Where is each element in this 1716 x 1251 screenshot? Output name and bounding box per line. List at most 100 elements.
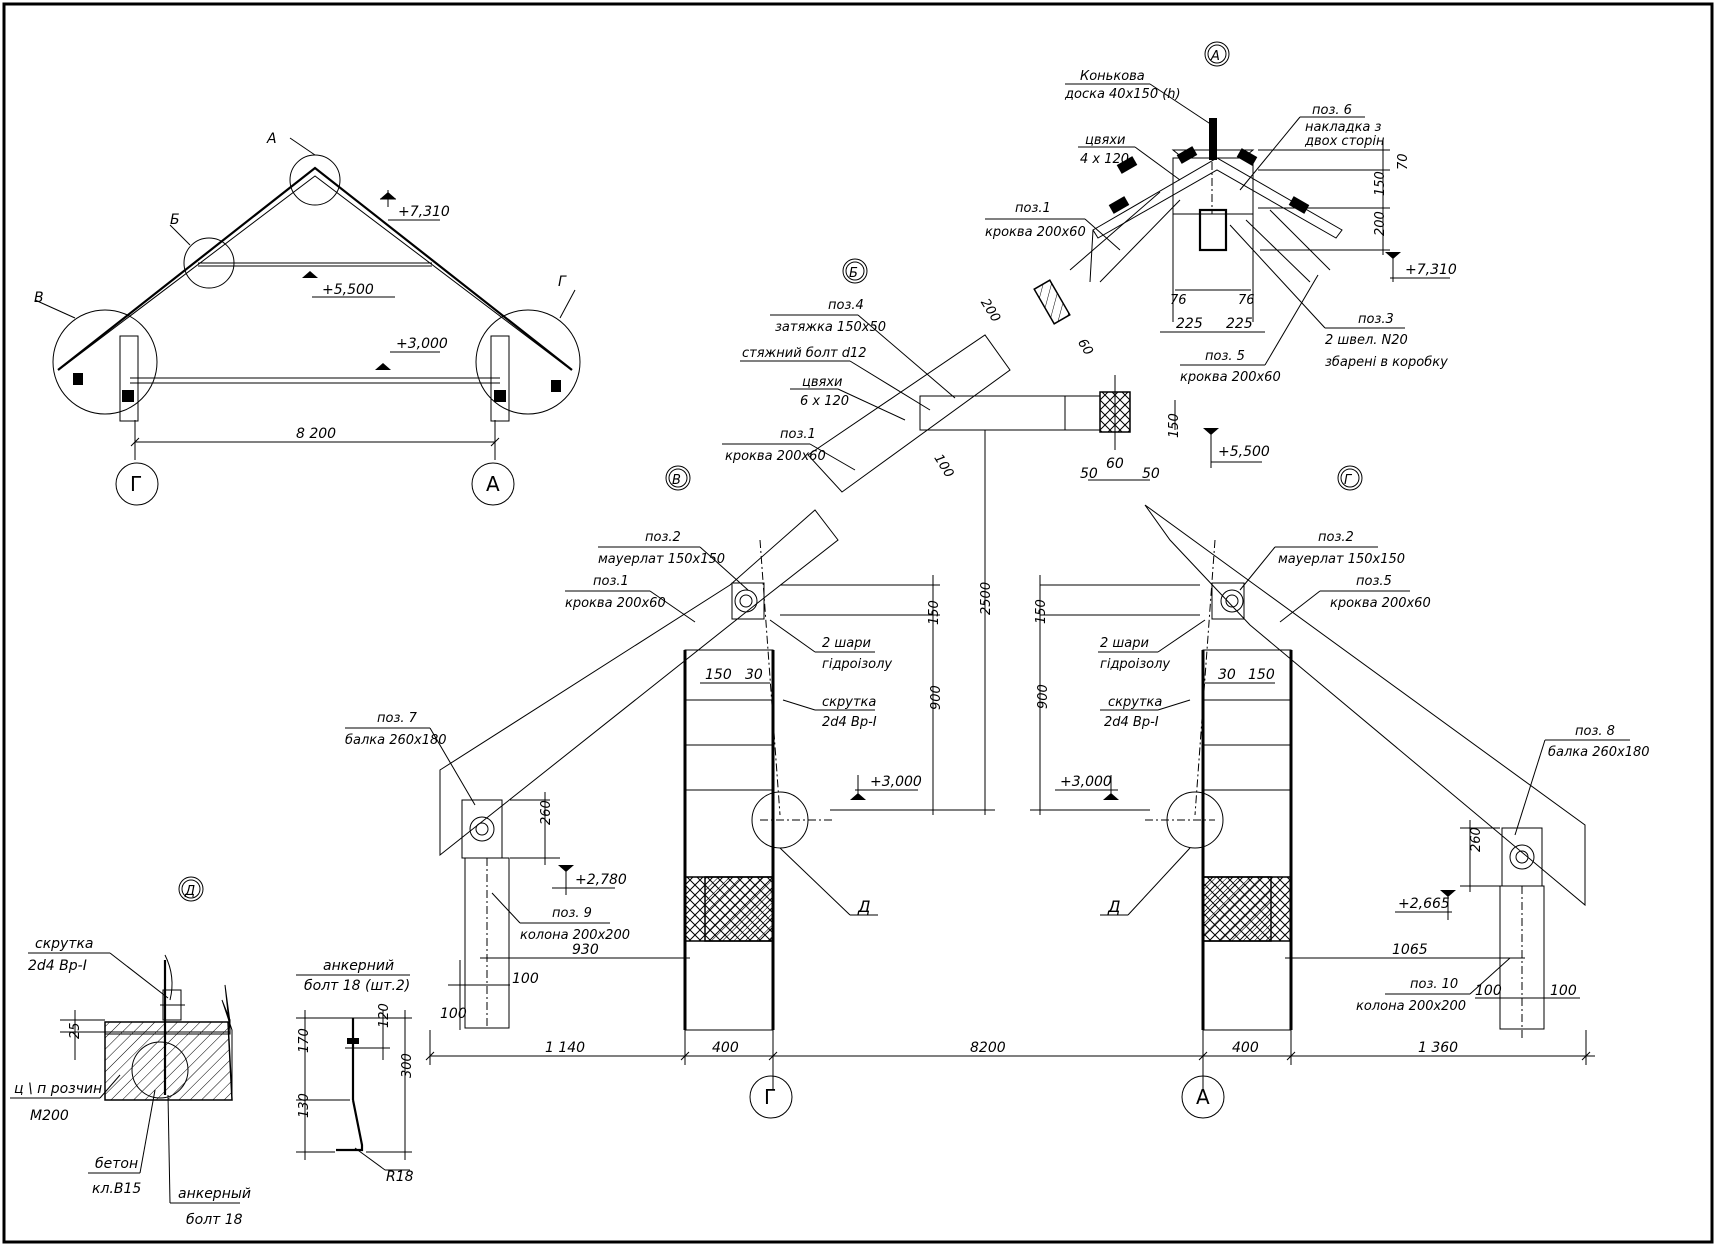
node-a-pos6-3: двох сторін bbox=[1304, 134, 1385, 149]
node-g-right-eave-detail: Г 150 900 поз.2 мауерлат 150х150 поз.5 к… bbox=[1030, 465, 1650, 1040]
node-g-twist-1: скрутка bbox=[1108, 695, 1162, 710]
node-a-pos1-2: кроква 200х60 bbox=[985, 225, 1086, 240]
overview-callout-circle-a bbox=[289, 154, 341, 206]
overview-level-top: +7,310 bbox=[398, 204, 450, 220]
anchor-bolt-dim-120: 120 bbox=[377, 1003, 392, 1028]
anchor-bolt-dim-170: 170 bbox=[297, 1028, 312, 1053]
node-d-concrete-2: кл.В15 bbox=[92, 1181, 141, 1197]
node-v-pos9-2: колона 200х200 bbox=[520, 928, 630, 943]
node-d-concrete-1: бетон bbox=[95, 1156, 138, 1172]
node-a-pos6-2: накладка з bbox=[1305, 120, 1382, 135]
node-b-dim-60b: 60 bbox=[1106, 456, 1124, 472]
overview-wall-left bbox=[119, 335, 139, 422]
node-a-dim-225a: 225 bbox=[1176, 316, 1203, 332]
overview-callout-b: Б bbox=[170, 212, 180, 228]
node-a-dim-225b: 225 bbox=[1226, 316, 1253, 332]
node-v-level-2780: +2,780 bbox=[575, 872, 627, 888]
overview-level-low: +3,000 bbox=[396, 336, 448, 352]
node-a-level: +7,310 bbox=[1405, 262, 1457, 278]
node-g-pos5-1: поз.5 bbox=[1356, 574, 1392, 589]
overview-callout-circle-g bbox=[475, 309, 581, 415]
overview-wall-right bbox=[490, 335, 510, 422]
node-g-dim-400: 400 bbox=[1232, 1040, 1259, 1056]
node-a-pos3-3: збарені в коробку bbox=[1325, 355, 1448, 370]
node-a-nails-2: 4 х 120 bbox=[1080, 152, 1129, 167]
node-g-twist-2: 2d4 Вр-І bbox=[1104, 715, 1159, 730]
node-v-axis: Г bbox=[764, 1085, 776, 1109]
overview-axis-left: Г bbox=[130, 472, 142, 496]
overview-callout-g: Г bbox=[558, 274, 567, 290]
node-g-pos8-2: балка 260х180 bbox=[1548, 745, 1650, 760]
bottom-dimension-chain: 1 140 400 8200 400 1 360 Г А bbox=[425, 1030, 1595, 1119]
node-a-dim-200: 200 bbox=[1373, 211, 1388, 236]
overview-rafters bbox=[57, 166, 573, 371]
node-a-dim-70: 70 bbox=[1396, 153, 1411, 170]
node-a-marker: А bbox=[1210, 49, 1220, 64]
node-v-detail-d: Д bbox=[857, 897, 871, 916]
node-d-marker: Д bbox=[184, 884, 195, 899]
node-g-pos10-2: колона 200х200 bbox=[1356, 999, 1466, 1014]
node-v-dim-100a: 100 bbox=[512, 971, 539, 987]
node-a-ridge-board-2: доска 40х150 (h) bbox=[1064, 87, 1181, 102]
node-v-hydro-2: гідроізолу bbox=[822, 657, 892, 672]
node-v-pos2-2: мауерлат 150х150 bbox=[598, 552, 725, 567]
node-d-anchor-2: болт 18 bbox=[186, 1212, 243, 1228]
node-g-dim-1360: 1 360 bbox=[1418, 1040, 1458, 1056]
node-g-dim-900: 900 bbox=[1036, 684, 1051, 709]
node-v-marker: В bbox=[672, 473, 681, 488]
node-b-pos1-1: поз.1 bbox=[780, 427, 816, 442]
node-g-dim-100a: 100 bbox=[1475, 983, 1502, 999]
overview-axis-right: А bbox=[486, 472, 500, 496]
node-g-dim-150: 150 bbox=[1248, 667, 1275, 683]
node-b-dim-100: 100 bbox=[930, 452, 956, 481]
node-a-pos5-2: кроква 200х60 bbox=[1180, 370, 1281, 385]
anchor-bolt-dim-300: 300 bbox=[400, 1053, 415, 1078]
node-v-pos1-2: кроква 200х60 bbox=[565, 596, 666, 611]
node-v-pos7-1: поз. 7 bbox=[377, 711, 418, 726]
node-b-nails-1: цвяхи bbox=[802, 375, 842, 390]
overview-truss: А Б В Г +7,310 +5,500 +3,000 8 200 Г А bbox=[34, 131, 581, 506]
node-g-axis: А bbox=[1196, 1085, 1210, 1109]
node-d-anchor-detail: Д скрутка 2d4 Вр-І 25 ц \ п розчин М200 … bbox=[10, 876, 251, 1228]
overview-level-mid: +5,500 bbox=[322, 282, 374, 298]
anchor-bolt-dim-130: 130 bbox=[297, 1093, 312, 1118]
node-b-nails-2: 6 х 120 bbox=[800, 394, 849, 409]
node-v-dim-150v: 150 bbox=[927, 600, 942, 625]
node-a-pos5-1: поз. 5 bbox=[1205, 349, 1245, 364]
node-b-dim-60: 60 bbox=[1074, 336, 1095, 358]
anchor-bolt-detail: анкерний болт 18 (шт.2) 170 120 300 130 … bbox=[296, 958, 415, 1185]
node-v-rafter bbox=[439, 509, 839, 857]
overview-callout-a: А bbox=[266, 131, 277, 147]
node-b-bolt: стяжний болт d12 bbox=[742, 346, 867, 361]
node-v-dim-30: 30 bbox=[745, 667, 763, 683]
node-a-ridge-detail: А Конькова доска 40х150 (h) поз. 6 накла… bbox=[985, 41, 1457, 385]
node-g-dim-260: 260 bbox=[1469, 827, 1484, 852]
overview-callout-circle-v bbox=[52, 309, 158, 415]
node-a-pos1-1: поз.1 bbox=[1015, 201, 1051, 216]
node-g-dim-100b: 100 bbox=[1550, 983, 1577, 999]
node-a-ridge-board bbox=[1209, 118, 1217, 160]
node-b-tie bbox=[919, 395, 1066, 431]
node-g-rafter bbox=[1144, 504, 1586, 907]
node-g-hydro-2: гідроізолу bbox=[1100, 657, 1170, 672]
node-g-beam bbox=[1501, 827, 1543, 887]
node-b-dim-50a: 50 bbox=[1080, 466, 1098, 482]
node-v-twist-1: скрутка bbox=[822, 695, 876, 710]
node-b-dim-150: 150 bbox=[1167, 413, 1182, 438]
node-g-detail-d: Д bbox=[1107, 897, 1121, 916]
anchor-bolt-title-1: анкерний bbox=[323, 958, 394, 974]
node-b-dim-50b: 50 bbox=[1142, 466, 1160, 482]
node-v-dim-2500: 2500 bbox=[979, 582, 994, 615]
node-b-pos1-2: кроква 200х60 bbox=[725, 449, 826, 464]
node-a-pos3-1: поз.3 bbox=[1358, 312, 1394, 327]
node-d-anchor-1: анкерный bbox=[178, 1186, 251, 1202]
node-v-beam bbox=[461, 799, 503, 859]
node-a-ridge-board-1: Конькова bbox=[1080, 69, 1145, 84]
node-v-dim-150: 150 bbox=[705, 667, 732, 683]
node-d-dim-25: 25 bbox=[68, 1022, 83, 1039]
overview-callout-circle-b bbox=[183, 237, 235, 289]
node-d-twist-2: 2d4 Вр-І bbox=[28, 958, 87, 974]
